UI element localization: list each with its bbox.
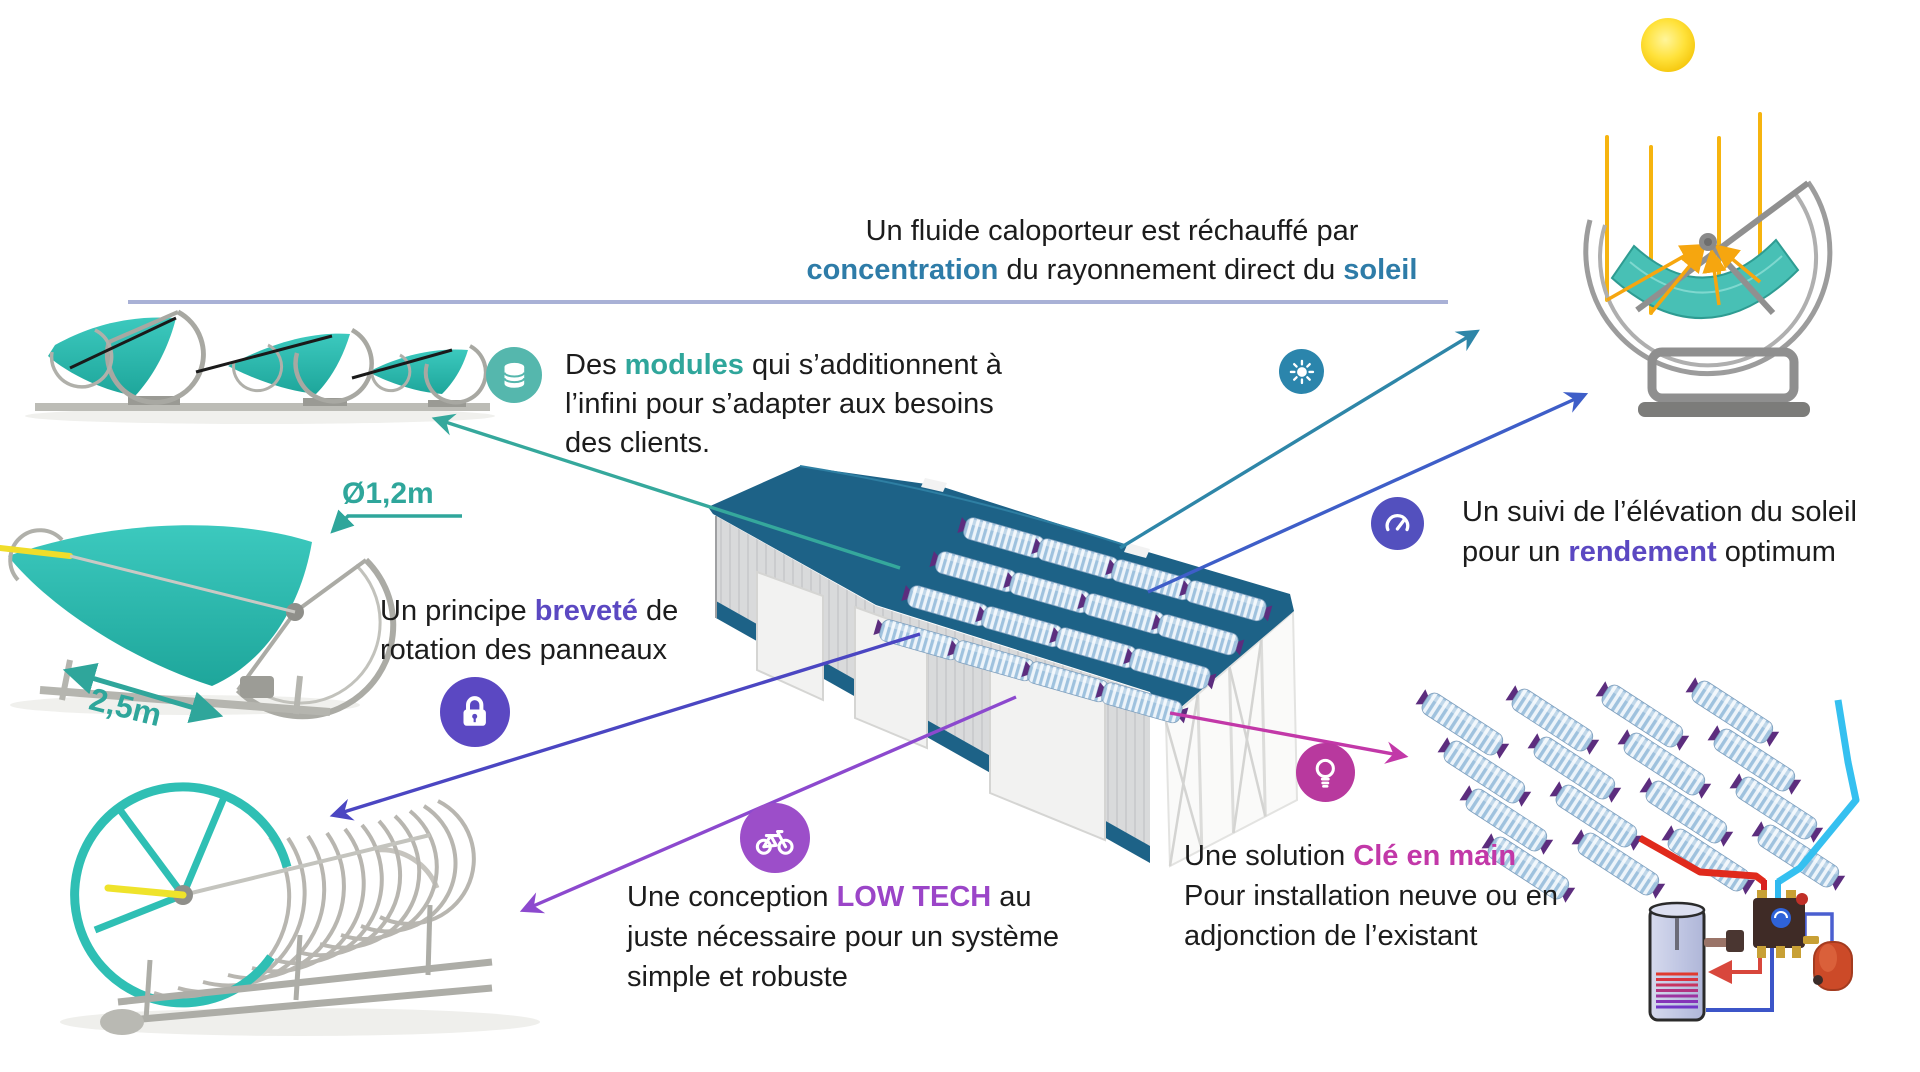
solar-modules-row-illustration [25,309,495,424]
callout-lowtech-line1: Une conception LOW TECH au [627,877,1147,917]
sun-illustration [1641,18,1695,72]
brevete-keyword: breveté [534,595,638,627]
lightbulb-icon [1296,743,1355,802]
arrow-to-concentrator [1119,329,1480,550]
callout-heat-transfer: Un fluide caloporteur est réchauffé par … [762,212,1462,290]
arrow-to-concentrator-stand [1147,392,1589,594]
brevete-text: de [637,595,679,627]
callout-suivi-line2: pour un rendement optimum [1462,532,1920,572]
callout-brevete-line1: Un principe breveté de [380,592,760,631]
callout-heat-line2: concentration du rayonnement direct du s… [762,251,1462,290]
modules-text: Des [565,349,625,381]
callout-cle-en-main: Une solution Clé en main Pour installati… [1184,836,1644,956]
parabolic-concentrator-illustration [1583,112,1833,417]
cle-text: Une solution [1184,840,1354,872]
heat-text: du rayonnement direct du [998,254,1344,286]
arrow-to-collector-field [1169,711,1409,764]
suivi-keyword: rendement [1568,536,1717,568]
cle-keyword: Clé en main [1353,840,1517,872]
lowtech-keyword: LOW TECH [836,881,992,913]
modules-text: qui s’additionnent à [743,349,1002,381]
single-trough-illustration [0,525,397,720]
length-arrow [62,663,224,723]
warehouse-illustration [708,465,1299,868]
arrow-to-modules [431,413,901,570]
suivi-text: pour un [1462,536,1569,568]
bicycle-icon [740,803,810,873]
callout-modules-line1: Des modules qui s’additionnent à [565,346,1105,385]
callout-modules-line2: l’infini pour s’adapter aux besoins [565,388,994,420]
callout-modules: Des modules qui s’additionnent à l’infin… [565,346,1105,463]
gauge-icon [1371,497,1424,550]
callout-cle-line2: Pour installation neuve ou en [1184,880,1559,912]
callout-cle-line1: Une solution Clé en main [1184,836,1644,876]
callout-heat-line1: Un fluide caloporteur est réchauffé par [762,212,1462,251]
lock-icon [440,677,510,747]
callout-suivi-line1: Un suivi de l’élévation du soleil [1462,496,1857,528]
lowtech-text: Une conception [627,881,837,913]
heat-keyword-soleil: soleil [1343,254,1418,286]
callout-lowtech-line2: juste nécessaire pour un système [627,921,1059,953]
lowtech-text: au [991,881,1032,913]
callout-suivi: Un suivi de l’élévation du soleil pour u… [1462,492,1920,572]
callout-modules-line3: des clients. [565,427,711,459]
hydraulic-kit-illustration [1638,699,1860,1022]
heat-keyword-concentration: concentration [806,254,999,286]
callout-brevete: Un principe breveté de rotation des pann… [380,592,760,670]
brevete-text: Un principe [380,595,535,627]
database-icon [486,347,542,403]
suivi-text: optimum [1716,536,1836,568]
callout-cle-line3: adjonction de l’existant [1184,920,1478,952]
callout-brevete-line2: rotation des panneaux [380,634,667,666]
heat-text: Un fluide caloporteur est réchauffé par [865,215,1359,247]
diameter-arrow [330,509,462,534]
arrow-to-trough-frame [329,632,921,821]
sun-icon [1279,349,1324,394]
modules-keyword: modules [624,349,744,381]
callout-lowtech-line3: simple et robuste [627,961,848,993]
trough-frame-illustration [60,782,540,1036]
callout-lowtech: Une conception LOW TECH au juste nécessa… [627,877,1147,997]
diameter-label: Ø1,2m [342,477,434,510]
